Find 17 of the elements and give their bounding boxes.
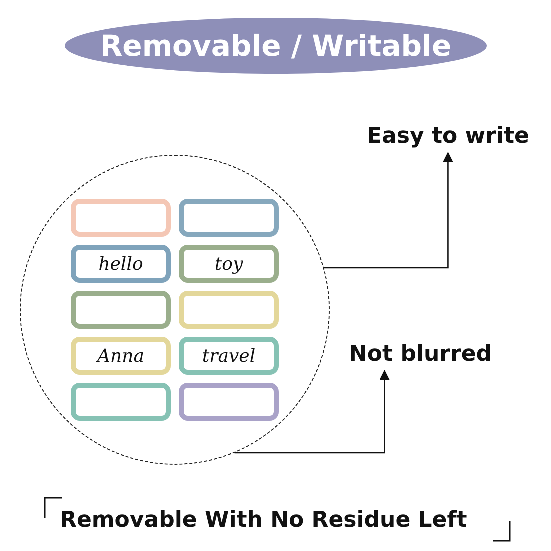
callout-text: Not blurred	[349, 342, 492, 367]
callout-text: Easy to write	[367, 124, 530, 149]
sticker-sheet-circle	[20, 155, 330, 465]
leader-arrow	[324, 152, 454, 269]
blank-sticker	[71, 383, 171, 421]
blank-sticker	[71, 291, 171, 329]
title-banner: Removable / Writable	[65, 18, 487, 74]
blank-sticker	[179, 199, 279, 237]
blank-sticker	[179, 383, 279, 421]
name-sticker: hello	[71, 245, 171, 283]
name-sticker: Anna	[71, 337, 171, 375]
blank-sticker	[179, 291, 279, 329]
leader-arrow	[234, 370, 390, 454]
blank-sticker	[71, 199, 171, 237]
footer-caption: Removable With No Residue Left	[60, 508, 468, 533]
name-sticker: toy	[179, 245, 279, 283]
name-sticker: travel	[179, 337, 279, 375]
